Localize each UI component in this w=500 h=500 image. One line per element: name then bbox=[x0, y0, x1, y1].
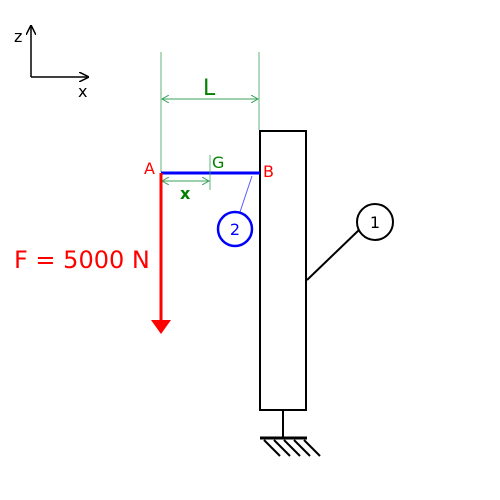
member-2-callout: 2 bbox=[216, 175, 254, 248]
distance-label-x: x bbox=[180, 184, 191, 203]
point-label-B: B bbox=[263, 162, 274, 181]
dimension-label-L: L bbox=[203, 76, 216, 101]
member-1-callout: 1 bbox=[306, 203, 394, 281]
coordinate-axes: z x bbox=[14, 27, 87, 101]
member-label-1: 1 bbox=[370, 213, 380, 232]
support-hatch bbox=[283, 439, 301, 457]
dimension-x: x G bbox=[162, 153, 224, 203]
support-hatch bbox=[293, 439, 311, 457]
support-hatch bbox=[273, 439, 291, 457]
force-arrow bbox=[151, 173, 171, 334]
leader-line-2 bbox=[239, 175, 253, 213]
z-axis-label: z bbox=[14, 27, 22, 46]
force-arrowhead bbox=[151, 320, 171, 334]
leader-line-1 bbox=[306, 228, 361, 281]
dimension-L: L bbox=[160, 52, 260, 172]
fixed-support bbox=[260, 410, 321, 457]
member-label-2: 2 bbox=[230, 220, 240, 239]
point-label-A: A bbox=[144, 159, 155, 178]
support-hatch bbox=[263, 439, 281, 457]
callout-circle-1 bbox=[356, 203, 394, 241]
point-label-G: G bbox=[212, 153, 224, 172]
callout-circle-2 bbox=[216, 210, 254, 248]
force-label: F = 5000 N bbox=[14, 246, 150, 274]
column-member-1 bbox=[259, 130, 307, 411]
x-axis-label: x bbox=[78, 82, 87, 101]
support-hatch bbox=[303, 439, 321, 457]
